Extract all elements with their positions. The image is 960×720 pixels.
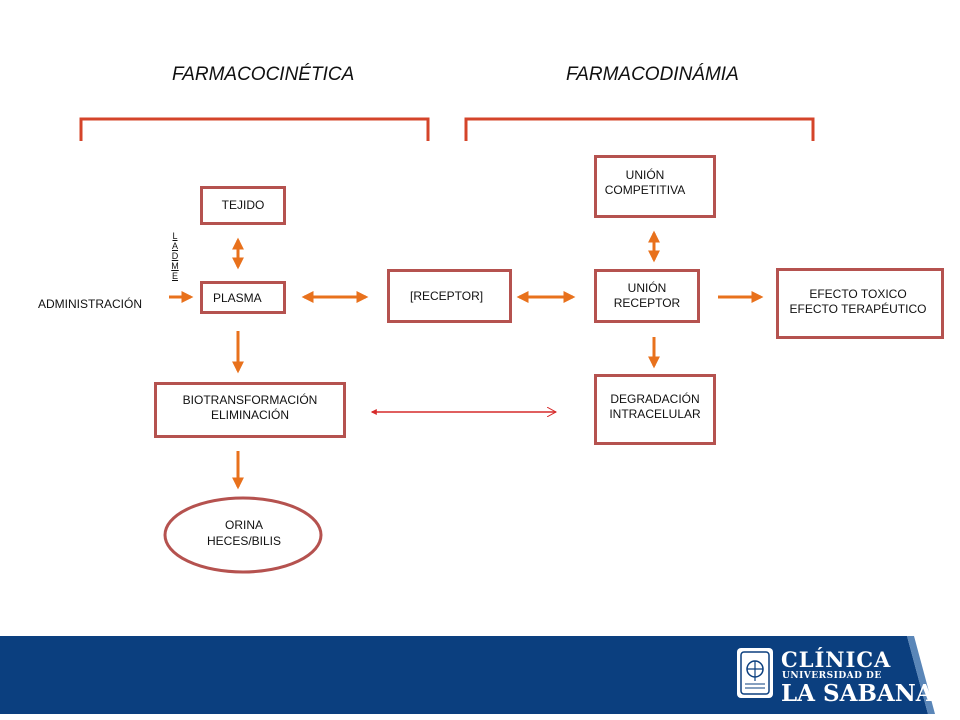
footer-band xyxy=(0,636,935,714)
plasma-box: PLASMA xyxy=(200,281,286,314)
seal-icon xyxy=(737,648,773,698)
receptor-concentration-box: [RECEPTOR] xyxy=(387,269,512,323)
degradacion-box: DEGRADACIÓN INTRACELULAR xyxy=(594,374,716,445)
plasma-label: PLASMA xyxy=(213,291,262,305)
orina-ellipse xyxy=(163,496,323,574)
pharmacodynamics-bracket xyxy=(464,117,815,141)
efecto-box: EFECTO TOXICO EFECTO TERAPÉUTICO xyxy=(776,268,944,339)
biotransformacion-box: BIOTRANSFORMACIÓN ELIMINACIÓN xyxy=(154,382,346,438)
union-receptor-box: UNIÓN RECEPTOR xyxy=(594,269,700,323)
union-competitiva-box: UNIÓN COMPETITIVA xyxy=(594,155,716,218)
orina-label: ORINA HECES/BILIS xyxy=(206,518,282,548)
logo-line3: LA SABANA xyxy=(781,680,934,707)
administracion-label: ADMINISTRACIÓN xyxy=(38,297,143,311)
logo-line1: CLÍNICA xyxy=(781,647,892,672)
pharmacokinetics-bracket xyxy=(79,117,430,141)
pharmacodynamics-heading: FARMACODINÁMIA xyxy=(566,64,739,85)
diagram-connectors xyxy=(79,117,815,574)
logo-line2: UNIVERSIDAD DE xyxy=(782,671,882,681)
receptor-concentration-label: [RECEPTOR] xyxy=(410,289,484,303)
ladme-label: L A D M E xyxy=(171,231,179,281)
tejido-box: TEJIDO xyxy=(200,186,286,225)
pharmacokinetics-heading: FARMACOCINÉTICA xyxy=(172,64,355,85)
